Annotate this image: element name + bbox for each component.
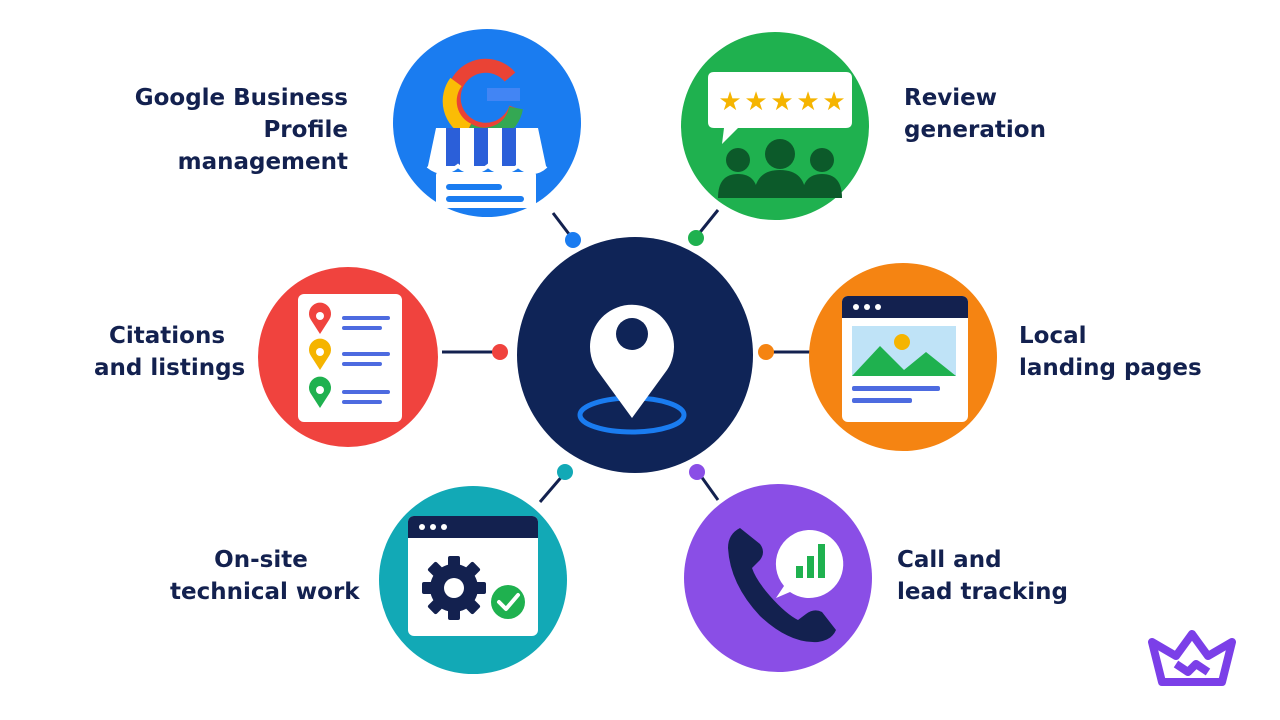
gear-check-window-icon [408, 516, 538, 636]
pin-red [309, 302, 331, 334]
people-icon [718, 139, 842, 198]
label-reviews: Review generation [904, 82, 1046, 146]
crown-logo-icon [1148, 630, 1236, 686]
connector-dot-gbp [565, 232, 581, 248]
star-icons: ★ ★ ★ ★ ★ [718, 87, 845, 117]
label-landing-line-2: landing pages [1019, 355, 1202, 381]
label-reviews-line-1: Review [904, 85, 998, 111]
star-review-people-icon: ★ ★ ★ ★ ★ [708, 72, 852, 198]
phone-chart-icon [728, 528, 844, 643]
check-icon [491, 585, 525, 619]
service-landing [809, 263, 997, 451]
connector-technical [538, 473, 566, 503]
label-reviews-line-2: generation [904, 117, 1046, 143]
google-storefront-icon [426, 58, 548, 208]
label-citations: Citations and listings [94, 320, 246, 384]
label-citations-line-1: Citations [108, 323, 226, 349]
label-technical-line-2: technical work [170, 579, 360, 605]
chart-bubble-icon [775, 529, 844, 598]
svg-text:★: ★ [796, 87, 819, 117]
pin-yellow [309, 338, 331, 370]
svg-text:★: ★ [822, 87, 845, 117]
connector-dot-reviews [688, 230, 704, 246]
browser-landscape-icon [842, 296, 968, 422]
label-tracking-line-1: Call and [897, 547, 1002, 573]
connector-dot-technical [557, 464, 573, 480]
svg-text:★: ★ [744, 87, 767, 117]
tracking-circle [684, 484, 872, 672]
location-pin-icon [577, 304, 687, 435]
listing-pins-icon [298, 294, 402, 422]
gear-icon [422, 556, 486, 620]
label-tracking: Call and lead tracking [897, 544, 1068, 608]
label-citations-line-2: and listings [94, 355, 246, 381]
label-tracking-line-2: lead tracking [897, 579, 1068, 605]
service-tracking [684, 484, 872, 672]
service-reviews: ★ ★ ★ ★ ★ [681, 32, 869, 220]
label-gbp-line-1: Google Business [134, 85, 348, 111]
label-landing-line-1: Local [1019, 323, 1087, 349]
connector-dot-landing [758, 344, 774, 360]
svg-text:★: ★ [770, 87, 793, 117]
label-gbp-line-3: management [177, 149, 348, 175]
label-gbp-line-2: Profile [263, 117, 348, 143]
service-gbp [393, 29, 581, 217]
hub [517, 237, 753, 473]
connector-dot-citations [492, 344, 508, 360]
label-landing: Local landing pages [1019, 320, 1202, 384]
pin-green [309, 376, 331, 408]
label-technical: On-site technical work [170, 544, 360, 608]
service-technical [379, 486, 567, 674]
label-technical-line-1: On-site [214, 547, 308, 573]
connector-dots [492, 230, 774, 480]
svg-text:★: ★ [718, 87, 741, 117]
connector-dot-tracking [689, 464, 705, 480]
service-citations [258, 267, 438, 447]
label-gbp: Google Business Profile management [135, 82, 348, 178]
